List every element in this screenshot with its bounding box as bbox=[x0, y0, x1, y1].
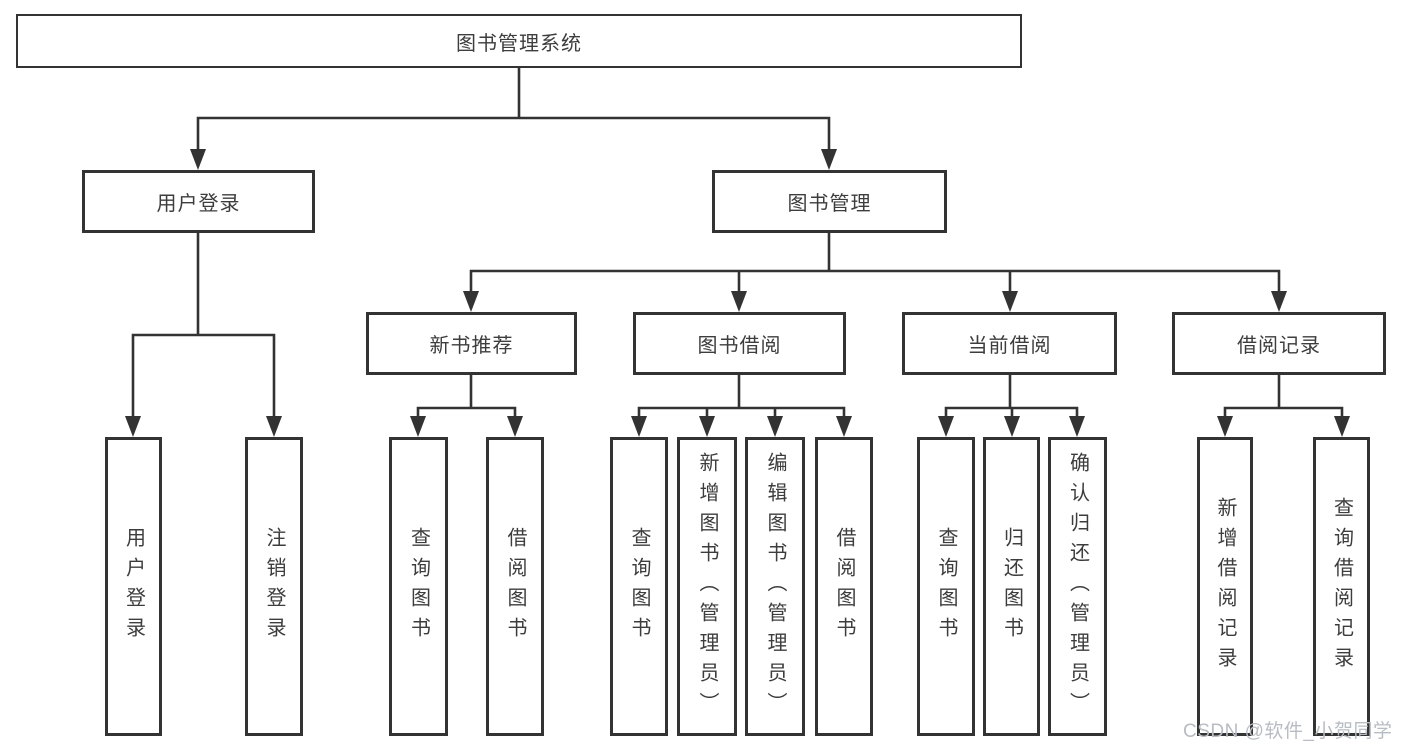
node-label: 新书推荐 bbox=[429, 335, 514, 357]
connector-user-login-to-leaves bbox=[125, 233, 282, 437]
arrowhead bbox=[1217, 416, 1233, 437]
connector-book-management-to-level3 bbox=[463, 233, 1287, 312]
arrowhead bbox=[266, 416, 282, 437]
connector-root-to-level2 bbox=[190, 68, 837, 170]
node-label: 查询图书 bbox=[407, 526, 430, 647]
leaf-return-books: 归还图书 bbox=[983, 437, 1040, 736]
arrowhead bbox=[190, 149, 206, 170]
arrowhead bbox=[821, 149, 837, 170]
node-label: 查询图书 bbox=[628, 526, 650, 647]
node-label: 用户登录 bbox=[156, 193, 241, 215]
node-current-borrowing: 当前借阅 bbox=[902, 312, 1117, 375]
node-label: 当前借阅 bbox=[967, 335, 1052, 357]
arrowhead bbox=[463, 291, 479, 312]
csdn-watermark: CSDN @软件_小贺同学 bbox=[1183, 721, 1393, 742]
leaf-query-books-borrowing: 查询图书 bbox=[610, 437, 668, 736]
node-label: 新增借阅记录 bbox=[1214, 496, 1236, 677]
leaf-confirm-return-admin: 确认归还（管理员） bbox=[1048, 437, 1107, 736]
leaf-query-books-current: 查询图书 bbox=[917, 437, 975, 736]
arrowhead bbox=[631, 416, 647, 437]
arrowhead bbox=[731, 291, 747, 312]
node-user-login: 用户登录 bbox=[82, 170, 315, 233]
arrowhead bbox=[938, 416, 954, 437]
arrowhead bbox=[836, 416, 852, 437]
leaf-borrow-books-recommend: 借阅图书 bbox=[486, 437, 544, 736]
node-book-borrowing: 图书借阅 bbox=[633, 312, 846, 375]
node-label: 查询借阅记录 bbox=[1330, 496, 1353, 677]
connector-current-borrowing-to-leaves bbox=[938, 375, 1085, 437]
arrowhead bbox=[699, 416, 715, 437]
arrowhead bbox=[1002, 291, 1018, 312]
leaf-add-books-admin: 新增图书（管理员） bbox=[677, 437, 737, 736]
connector-book-borrowing-to-leaves bbox=[631, 375, 852, 437]
arrowhead bbox=[125, 416, 141, 437]
arrowhead bbox=[1334, 416, 1350, 437]
leaf-query-borrow-record: 查询借阅记录 bbox=[1313, 437, 1370, 736]
node-label: 编辑图书（管理员） bbox=[764, 451, 786, 722]
arrowhead bbox=[410, 416, 426, 437]
arrowhead bbox=[1271, 291, 1287, 312]
leaf-logout: 注销登录 bbox=[245, 437, 303, 736]
leaf-query-books-recommend: 查询图书 bbox=[389, 437, 448, 736]
node-label: 查询图书 bbox=[935, 526, 957, 647]
arrowhead bbox=[767, 416, 783, 437]
leaf-edit-books-admin: 编辑图书（管理员） bbox=[745, 437, 805, 736]
node-label: 图书管理 bbox=[787, 193, 872, 215]
node-label: 借阅图书 bbox=[504, 526, 526, 647]
node-label: 新增图书（管理员） bbox=[696, 451, 718, 722]
node-label: 借阅记录 bbox=[1237, 335, 1321, 357]
connector-borrowing-records-to-leaves bbox=[1217, 375, 1350, 437]
leaf-add-borrow-record: 新增借阅记录 bbox=[1197, 437, 1253, 736]
node-library-management-system: 图书管理系统 bbox=[16, 14, 1022, 68]
node-label: 图书管理系统 bbox=[456, 32, 582, 55]
arrowhead bbox=[1069, 416, 1085, 437]
node-label: 用户登录 bbox=[122, 526, 145, 647]
connector-new-book-recommend-to-leaves bbox=[410, 375, 523, 437]
node-borrowing-records: 借阅记录 bbox=[1172, 312, 1386, 375]
node-label: 借阅图书 bbox=[833, 526, 855, 647]
leaf-user-login: 用户登录 bbox=[105, 437, 162, 736]
node-label: 归还图书 bbox=[1000, 526, 1023, 647]
leaf-borrow-books: 借阅图书 bbox=[815, 437, 873, 736]
arrowhead bbox=[507, 416, 523, 437]
node-label: 确认归还（管理员） bbox=[1066, 451, 1089, 722]
node-label: 注销登录 bbox=[263, 526, 285, 647]
node-new-book-recommendation: 新书推荐 bbox=[366, 312, 577, 375]
node-book-management: 图书管理 bbox=[712, 170, 947, 233]
node-label: 图书借阅 bbox=[697, 335, 782, 357]
arrowhead bbox=[1004, 416, 1020, 437]
